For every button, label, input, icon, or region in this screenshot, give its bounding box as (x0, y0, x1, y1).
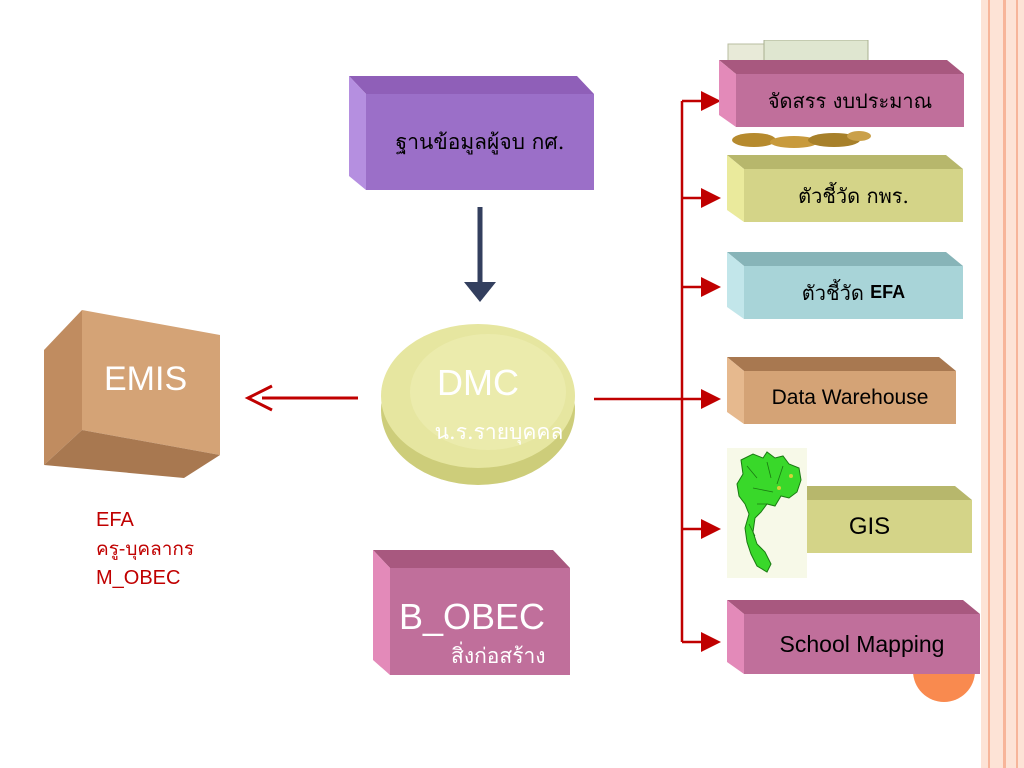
output-label: จัดสรร งบประมาณ (767, 88, 933, 113)
output-label: ตัวชี้วัด กพร. (798, 183, 909, 208)
emis-note: ครู-บุคลากร (96, 538, 195, 560)
border-line (1003, 0, 1006, 768)
border-line (1016, 0, 1018, 768)
bobec-box: B_OBEC สิ่งก่อสร้าง (373, 550, 570, 675)
output-box-data-warehouse: Data Warehouse (727, 357, 956, 424)
left-arrow (244, 384, 358, 412)
output-label: School Mapping (779, 630, 945, 657)
right-branch (594, 91, 721, 652)
dmc-node: DMC น.ร.รายบุคคล (378, 312, 578, 487)
output-label: Data Warehouse (771, 385, 929, 409)
dmc-title: DMC (437, 362, 519, 403)
dmc-subtitle: น.ร.รายบุคคล (434, 420, 564, 444)
output-label-bold: EFA (870, 282, 906, 302)
emis-label: EMIS (104, 360, 188, 398)
emis-note: EFA (96, 509, 134, 531)
down-arrow (464, 207, 496, 302)
output-box-school-mapping: School Mapping (727, 600, 980, 674)
output-box-kpr: ตัวชี้วัด กพร. (727, 155, 963, 222)
source-box: ฐานข้อมูลผู้จบ กศ. (349, 76, 594, 190)
output-box-budget: จัดสรร งบประมาณ (719, 60, 964, 127)
output-label: GIS (848, 512, 891, 540)
emis-node: EMIS (44, 310, 224, 480)
thailand-map-image (727, 448, 807, 578)
output-box-efa: ตัวชี้วัด EFA (727, 252, 963, 319)
bobec-subtitle: สิ่งก่อสร้าง (451, 644, 546, 668)
border-line (988, 0, 990, 768)
emis-note: M_OBEC (96, 567, 181, 589)
emis-notes: EFA ครู-บุคลากร M_OBEC (96, 506, 194, 593)
output-label: ตัวชี้วัด (801, 280, 871, 305)
source-label: ฐานข้อมูลผู้จบ กศ. (395, 129, 565, 154)
bobec-title: B_OBEC (399, 596, 546, 637)
